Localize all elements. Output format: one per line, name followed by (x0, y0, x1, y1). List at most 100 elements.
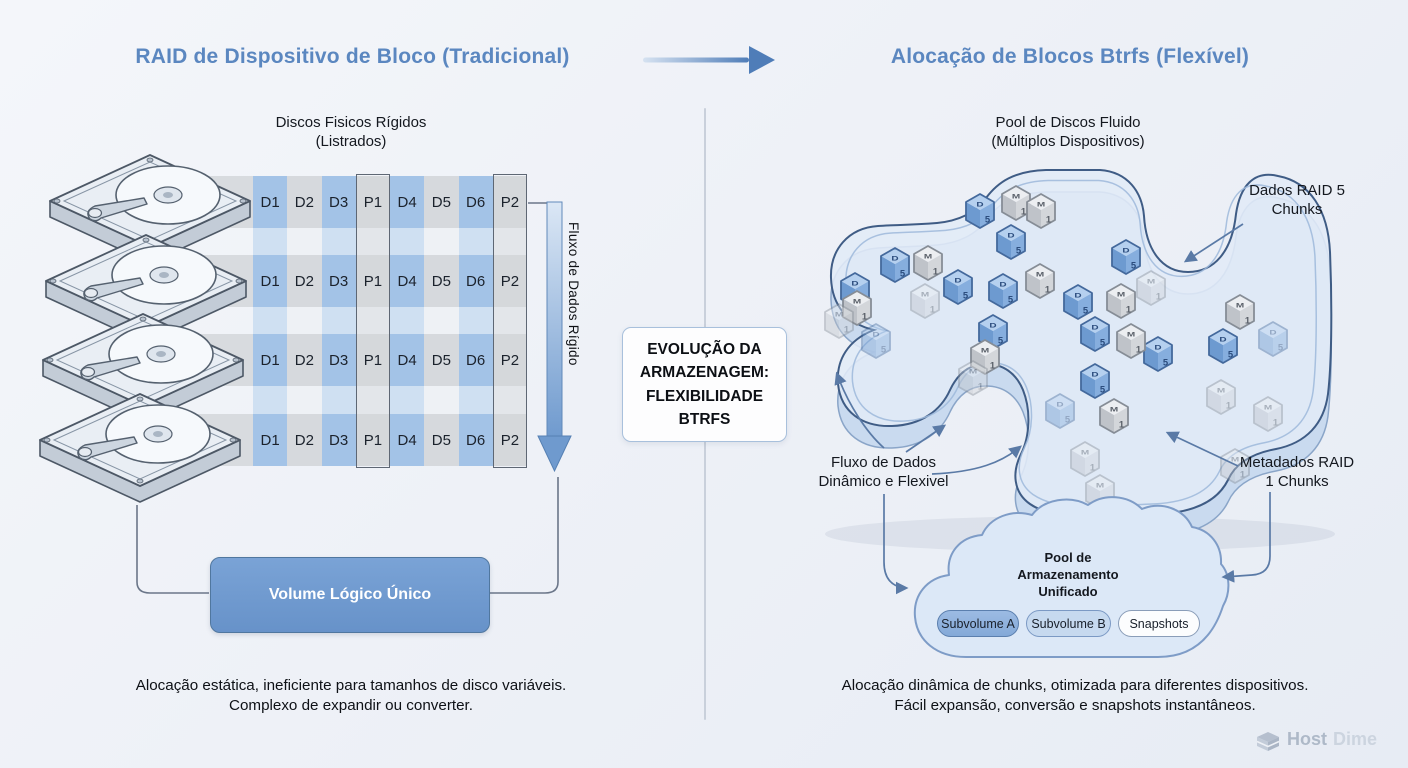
chunk-data-raid5 (1111, 239, 1141, 275)
table-cell: D1 (253, 334, 288, 386)
table-cell: P2 (492, 414, 527, 466)
subvolume-a-pill: Subvolume A (937, 610, 1019, 637)
chunk-data-raid5 (965, 193, 995, 229)
disks-label-line2: (Listrados) (315, 133, 387, 150)
table-cell: D4 (390, 176, 425, 228)
table-cell: D1 (253, 176, 288, 228)
chunk-metadata-raid1 (1136, 270, 1166, 306)
raid5-chunks-label: Dados RAID 5 Chunks (1249, 182, 1345, 218)
left-caption: Alocação estática, ineficiente para tama… (60, 676, 642, 715)
table-cell: D1 (253, 414, 288, 466)
stripe-row: D1 D2 D3 P1 D4 D5 D6 P2 (253, 334, 527, 386)
table-cell: D6 (458, 255, 493, 307)
stripe-row: D1 D2 D3 P1 D4 D5 D6 P2 (253, 255, 527, 307)
chunk-metadata-raid1 (824, 303, 854, 339)
disks-label-line1: Discos Fisicos Rígidos (275, 114, 427, 131)
chunk-metadata-raid1 (1025, 263, 1055, 299)
table-cell: P1 (355, 255, 390, 307)
transition-arrow (643, 46, 775, 74)
table-cell: D6 (458, 334, 493, 386)
table-cell: D2 (287, 334, 322, 386)
chunk-metadata-raid1 (1253, 396, 1283, 432)
disk-stack-illustration (39, 154, 251, 503)
right-panel-title: Alocação de Blocos Btrfs (Flexível) (890, 45, 1250, 68)
disks-label: Discos Fisicos Rígidos (Listrados) (241, 113, 461, 151)
chunk-metadata-raid1 (1026, 193, 1056, 229)
raid1-chunks-label: Metadados RAID 1 Chunks (1239, 454, 1355, 490)
right-caption-line1: Alocação dinâmica de chunks, otimizada p… (841, 677, 1309, 694)
table-cell: D4 (390, 255, 425, 307)
chunk-data-raid5 (1063, 284, 1093, 320)
chunk-metadata-raid1 (1225, 294, 1255, 330)
chunk-data-raid5 (880, 247, 910, 283)
chunk-data-raid5 (1258, 321, 1288, 357)
table-cell: D3 (321, 255, 356, 307)
table-cell: D3 (321, 176, 356, 228)
table-cell: P2 (492, 334, 527, 386)
stripe-row: D1 D2 D3 P1 D4 D5 D6 P2 (253, 414, 527, 466)
logo-text-dime: Dime (1333, 729, 1378, 749)
table-cell: D6 (458, 414, 493, 466)
stripe-row: D1 D2 D3 P1 D4 D5 D6 P2 (253, 176, 527, 228)
table-cell: D3 (321, 334, 356, 386)
table-cell: D4 (390, 414, 425, 466)
chunk-metadata-raid1 (1070, 441, 1100, 477)
left-caption-line1: Alocação estática, ineficiente para tama… (135, 677, 567, 694)
btrfs-pool-blob (825, 169, 1335, 552)
table-cell: D5 (424, 334, 459, 386)
table-cell: D2 (287, 414, 322, 466)
hostdime-logo-icon (1256, 732, 1280, 751)
annotation-arrows (834, 223, 1271, 595)
chunk-data-raid5 (1143, 336, 1173, 372)
dynamic-flow-label: Fluxo de Dados Dinâmico e Flexivel (818, 454, 949, 490)
table-cell: D5 (424, 255, 459, 307)
chunk-metadata-raid1 (1106, 283, 1136, 319)
chunk-data-raid5 (1045, 393, 1075, 429)
table-cell: D1 (253, 255, 288, 307)
table-cell: P1 (355, 176, 390, 228)
parity-column-border (355, 174, 390, 468)
chunk-data-raid5 (1080, 316, 1110, 352)
table-cell: P2 (492, 255, 527, 307)
hostdime-logo: Host Dime (1253, 729, 1377, 750)
table-cell: D6 (458, 176, 493, 228)
right-caption: Alocação dinâmica de chunks, otimizada p… (780, 676, 1370, 715)
chunk-data-raid5 (1080, 363, 1110, 399)
chunk-metadata-raid1 (1099, 398, 1129, 434)
chunk-metadata-raid1 (913, 245, 943, 281)
rigid-flow-label: Fluxo de Dados Rígido (566, 222, 581, 366)
chunk-metadata-raid1 (1206, 379, 1236, 415)
left-caption-line2: Complexo de expandir ou converter. (229, 696, 473, 714)
evolution-box: EVOLUÇÃO DA ARMAZENAGEM: FLEXIBILIDADE B… (622, 327, 787, 442)
table-cell: D5 (424, 176, 459, 228)
logo-text-host: Host (1287, 729, 1327, 749)
chunk-data-raid5 (861, 323, 891, 359)
table-cell: P2 (492, 176, 527, 228)
table-cell: D4 (390, 334, 425, 386)
cloud-title: Pool de Armazenamento Unificado (1017, 550, 1119, 600)
chunk-metadata-raid1 (910, 283, 940, 319)
left-panel-title: RAID de Dispositivo de Bloco (Tradiciona… (135, 45, 570, 68)
table-cell: D2 (287, 255, 322, 307)
chunk-data-raid5 (1208, 328, 1238, 364)
raid-stripe-table: D1 D2 D3 P1 D4 D5 D6 P2 D1 D2 D3 P1 D4 D… (253, 174, 527, 468)
right-caption-line2: Fácil expansão, conversão e snapshots in… (894, 696, 1256, 714)
chunk-metadata-raid1 (1001, 185, 1031, 221)
chunk-metadata-raid1 (1116, 323, 1146, 359)
table-cell: D3 (321, 414, 356, 466)
table-cell: D2 (287, 176, 322, 228)
pool-label-line1: Pool de Discos Fluido (995, 114, 1141, 131)
subvolume-b-pill: Subvolume B (1026, 610, 1111, 637)
table-cell: P1 (355, 334, 390, 386)
volume-brackets (136, 477, 559, 594)
chunk-data-raid5 (988, 273, 1018, 309)
pool-label: Pool de Discos Fluido (Múltiplos Disposi… (938, 113, 1198, 151)
table-cell: P1 (355, 414, 390, 466)
chunk-data-raid5 (996, 224, 1026, 260)
chunk-data-raid5 (943, 269, 973, 305)
chunk-metadata-raid1 (958, 360, 988, 396)
rigid-flow-arrow (528, 201, 572, 473)
parity-column-border (492, 174, 527, 468)
single-logical-volume-box: Volume Lógico Único (210, 557, 490, 633)
